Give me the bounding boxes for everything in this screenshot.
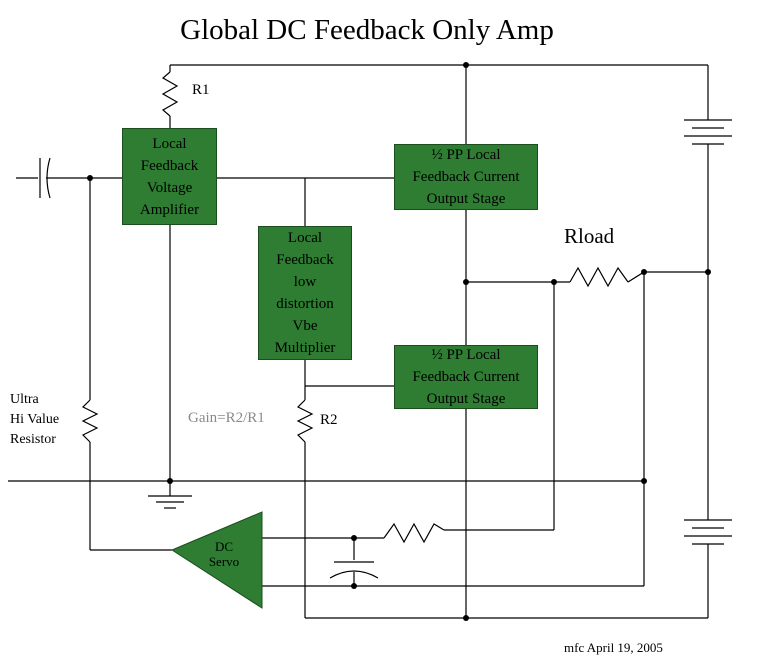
voltage-amplifier-block: Local Feedback Voltage Amplifier bbox=[122, 128, 217, 225]
resistor-icon bbox=[569, 266, 629, 288]
r2-label: R2 bbox=[320, 412, 338, 428]
output-stage-top-block: ½ PP Local Feedback Current Output Stage bbox=[394, 144, 538, 210]
capacitor-icon bbox=[329, 561, 379, 579]
footer-note: mfc April 19, 2005 bbox=[564, 640, 663, 655]
resistor-icon bbox=[296, 399, 314, 443]
battery-icon bbox=[684, 119, 732, 145]
r1-label: R1 bbox=[192, 82, 210, 98]
battery-icon bbox=[684, 519, 732, 545]
ultra-resistor-label: Ultra Hi Value Resistor bbox=[10, 392, 60, 447]
resistor-icon bbox=[161, 71, 179, 117]
gain-label: Gain=R2/R1 bbox=[188, 410, 265, 426]
rload-label: Rload bbox=[564, 224, 615, 248]
dc-servo-amp bbox=[170, 511, 263, 609]
vbe-multiplier-block: Local Feedback low distortion Vbe Multip… bbox=[258, 226, 352, 360]
diagram-title: Global DC Feedback Only Amp bbox=[180, 14, 554, 46]
output-stage-bottom-block: ½ PP Local Feedback Current Output Stage bbox=[394, 345, 538, 409]
ground-icon bbox=[148, 495, 192, 509]
resistor-icon bbox=[81, 399, 99, 443]
resistor-icon bbox=[383, 522, 445, 544]
dc-servo-label: DC Servo bbox=[208, 539, 240, 569]
